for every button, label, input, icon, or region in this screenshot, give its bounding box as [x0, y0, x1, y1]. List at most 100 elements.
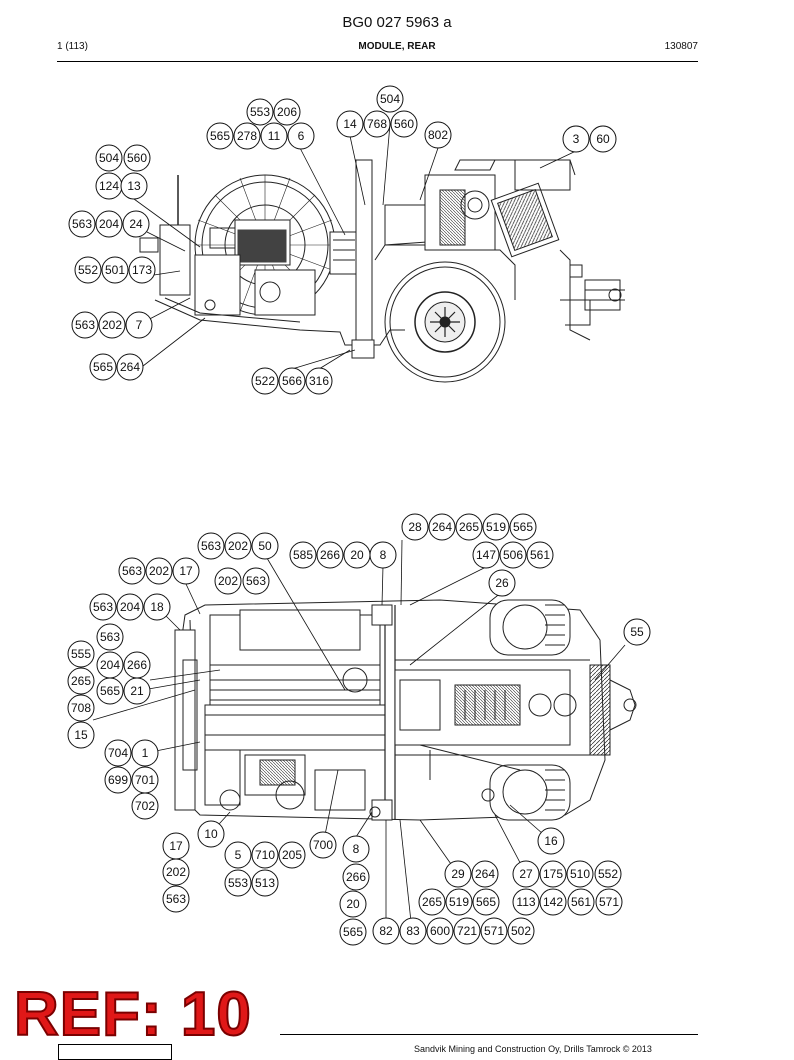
document-number: BG0 027 5963 a: [342, 14, 452, 31]
bottom-callout-circle: [444, 860, 472, 888]
top-callout-circle: [125, 311, 153, 339]
bottom-callout-circle: [595, 888, 623, 916]
header-rule: [57, 61, 698, 62]
ref-label: REF: 10: [13, 980, 252, 1049]
bottom-callout-number: 15: [74, 728, 88, 742]
bottom-callout-number: 565: [476, 895, 496, 909]
bottom-callout-number: 5: [235, 848, 242, 862]
bottom-callout-circle: [89, 593, 117, 621]
bottom-callout-circle: [507, 917, 535, 945]
bottom-callout-circle: [131, 792, 159, 820]
bottom-callout-number: 20: [350, 548, 364, 562]
bottom-callout-circle: [145, 557, 173, 585]
bottom-callout-number: 202: [166, 865, 186, 879]
bottom-callout-circle: [499, 541, 527, 569]
bottom-callout-circle: [488, 569, 516, 597]
bottom-callout-number: 202: [218, 574, 238, 588]
bottom-callout-circle: [251, 532, 279, 560]
bottom-callout-circle: [131, 739, 159, 767]
bottom-callout-circle: [401, 513, 429, 541]
bottom-callout-circle: [123, 677, 151, 705]
bottom-callout-number: 585: [293, 548, 313, 562]
top-callout-circle: [376, 85, 404, 113]
rear-wheel: [384, 261, 506, 383]
bottom-callout-number: 565: [343, 925, 363, 939]
bottom-callout-number: 704: [108, 746, 128, 760]
bottom-callout-number: 28: [408, 520, 422, 534]
bottom-callout-number: 701: [135, 773, 155, 787]
top-callout-circle: [74, 256, 102, 284]
bottom-callout-number: 21: [130, 684, 144, 698]
top-callout-number: 124: [99, 179, 119, 193]
top-callout-circle: [424, 121, 452, 149]
bottom-callout-number: 600: [430, 924, 450, 938]
page-indicator: 1 (113): [57, 41, 88, 52]
bottom-callout-circle: [224, 841, 252, 869]
bottom-callout-circle: [539, 860, 567, 888]
top-callout-circle: [589, 125, 617, 153]
top-callout-number: 7: [136, 318, 143, 332]
top-callout-number: 60: [596, 132, 610, 146]
top-callout-number: 24: [129, 217, 143, 231]
bottom-callout-number: 571: [484, 924, 504, 938]
top-callout-number: 264: [120, 360, 140, 374]
top-callout-circle: [260, 122, 288, 150]
top-callout-circle: [278, 367, 306, 395]
bottom-callout-number: 563: [93, 600, 113, 614]
top-callout-number: 565: [93, 360, 113, 374]
bottom-callout-circle: [428, 513, 456, 541]
bottom-callout-circle: [512, 888, 540, 916]
bottom-callout-circle: [480, 917, 508, 945]
bottom-callout-number: 563: [246, 574, 266, 588]
bottom-callout-number: 16: [544, 834, 558, 848]
radiator: [490, 182, 560, 258]
bottom-callout-number: 17: [169, 839, 183, 853]
bottom-callout-circle: [251, 841, 279, 869]
bottom-callout-circle: [67, 721, 95, 749]
bottom-callout-number: 563: [122, 564, 142, 578]
bottom-callout-circle: [104, 766, 132, 794]
top-callout-number: 3: [573, 132, 580, 146]
side-view-machine: [139, 159, 625, 383]
top-callout-circle: [128, 256, 156, 284]
top-callout-circle: [336, 110, 364, 138]
top-callout-circle: [120, 172, 148, 200]
bottom-callout-number: 506: [503, 548, 523, 562]
bottom-callout-number: 555: [71, 647, 91, 661]
bottom-callout-circle: [399, 917, 427, 945]
bottom-callout-number: 563: [166, 892, 186, 906]
bottom-callout-number: 702: [135, 799, 155, 813]
bottom-callout-number: 553: [228, 876, 248, 890]
bottom-callout-number: 700: [313, 838, 333, 852]
top-callout-circle: [101, 256, 129, 284]
bottom-callout-number: 147: [476, 548, 496, 562]
bottom-callout-number: 26: [495, 576, 509, 590]
date-code: 130807: [664, 41, 698, 52]
bottom-callout-number: 10: [204, 827, 218, 841]
bottom-callout-circle: [509, 513, 537, 541]
bottom-callout-circle: [482, 513, 510, 541]
bottom-callout-circle: [316, 541, 344, 569]
bottom-callout-circle: [342, 835, 370, 863]
bottom-callout-number: 563: [201, 539, 221, 553]
bottom-callout-number: 175: [543, 867, 563, 881]
bottom-callout-number: 565: [100, 684, 120, 698]
top-callout-number: 6: [298, 129, 305, 143]
bottom-callout-number: 561: [571, 895, 591, 909]
bottom-callout-circle: [594, 860, 622, 888]
bottom-callout-number: 710: [255, 848, 275, 862]
bottom-callout-circle: [342, 863, 370, 891]
top-callout-number: 173: [132, 263, 152, 277]
bottom-callout-circle: [623, 618, 651, 646]
top-callout-number: 278: [237, 129, 257, 143]
top-callout-number: 802: [428, 128, 448, 142]
top-callout-number: 204: [99, 217, 119, 231]
section-title: MODULE, REAR: [358, 41, 436, 52]
top-callout-number: 202: [102, 318, 122, 332]
top-callout-number: 504: [99, 151, 119, 165]
bottom-callout-circle: [67, 667, 95, 695]
top-callout-number: 504: [380, 92, 400, 106]
top-callout-circle: [95, 144, 123, 172]
